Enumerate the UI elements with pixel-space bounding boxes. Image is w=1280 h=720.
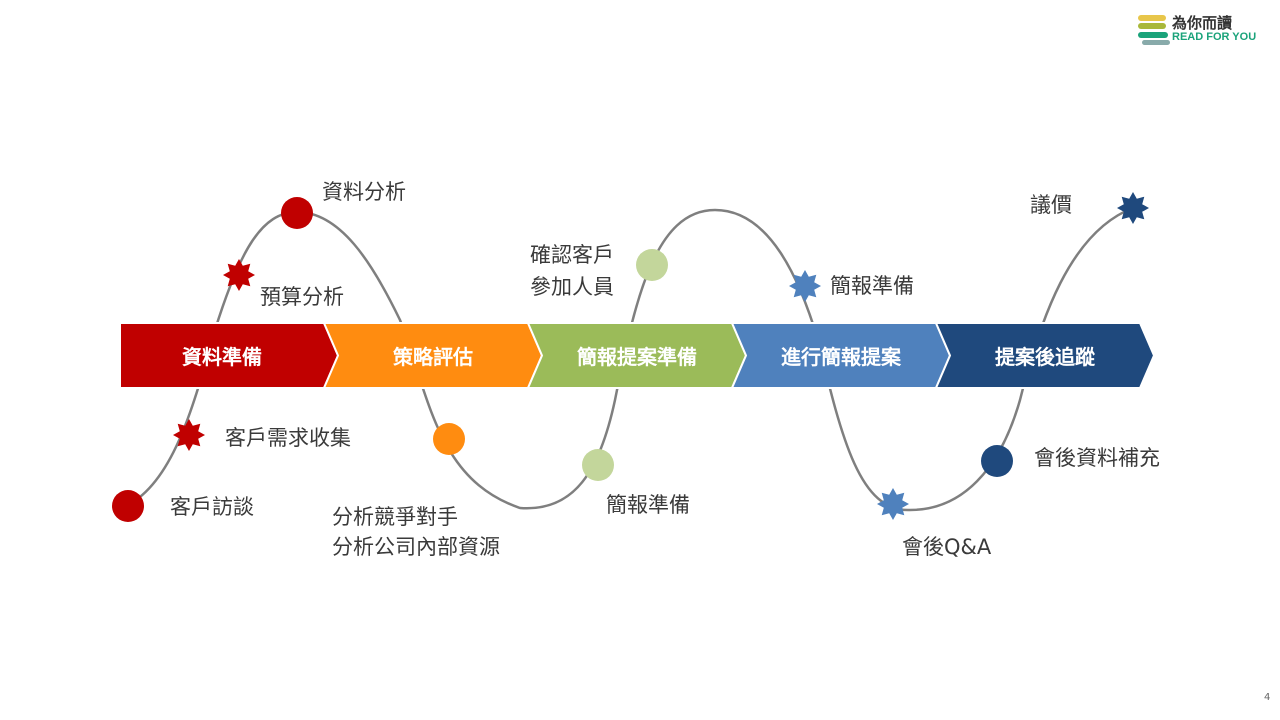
- milestone-label-data-analysis: 資料分析: [322, 180, 406, 204]
- stage-label: 策略評估: [393, 345, 473, 369]
- milestone-label-budget-analysis: 預算分析: [260, 285, 344, 309]
- milestone-label-competitor-analysis: 分析競爭對手: [332, 505, 458, 529]
- milestone-label-attendees: 參加人員: [530, 275, 614, 299]
- milestone-label-confirm-client: 確認客戶: [530, 243, 614, 267]
- milestone-circle-marker: [582, 449, 614, 481]
- read-for-you-logo: 為你而讀 READ FOR YOU: [1136, 12, 1256, 50]
- milestone-label-briefing-prep-2: 簡報準備: [830, 274, 914, 298]
- milestone-star-icon: [789, 270, 821, 302]
- stage-label: 資料準備: [182, 345, 262, 369]
- stage-chevron: [934, 322, 1156, 389]
- logo-text-en: READ FOR YOU: [1172, 31, 1257, 43]
- stage-label: 進行簡報提案: [781, 345, 901, 369]
- milestone-circle-marker: [281, 197, 313, 229]
- milestone-circle-marker: [636, 249, 668, 281]
- books-icon: [1138, 15, 1170, 45]
- milestone-label-internal-resources: 分析公司內部資源: [332, 535, 500, 559]
- milestone-star-icon: [1117, 192, 1149, 224]
- stage-label: 簡報提案準備: [577, 345, 697, 369]
- milestone-circle-marker: [433, 423, 465, 455]
- logo-text-cn: 為你而讀: [1172, 14, 1233, 32]
- stage-label: 提案後追蹤: [995, 345, 1095, 369]
- page-number: 4: [1264, 692, 1271, 703]
- milestone-label-needs-collection: 客戶需求收集: [225, 426, 351, 450]
- milestone-star-icon: [877, 488, 909, 520]
- milestone-label-supplementary-data: 會後資料補充: [1034, 446, 1160, 470]
- milestone-label-briefing-prep-1: 簡報準備: [606, 493, 690, 517]
- milestone-label-client-interview: 客戶訪談: [170, 495, 254, 519]
- milestone-label-post-meeting-qa: 會後Q&A: [902, 535, 992, 559]
- milestone-star-icon: [173, 419, 205, 451]
- milestone-label-negotiation: 議價: [1030, 193, 1072, 217]
- milestone-circle-marker: [981, 445, 1013, 477]
- milestone-star-icon: [223, 259, 255, 291]
- milestone-circle-marker: [112, 490, 144, 522]
